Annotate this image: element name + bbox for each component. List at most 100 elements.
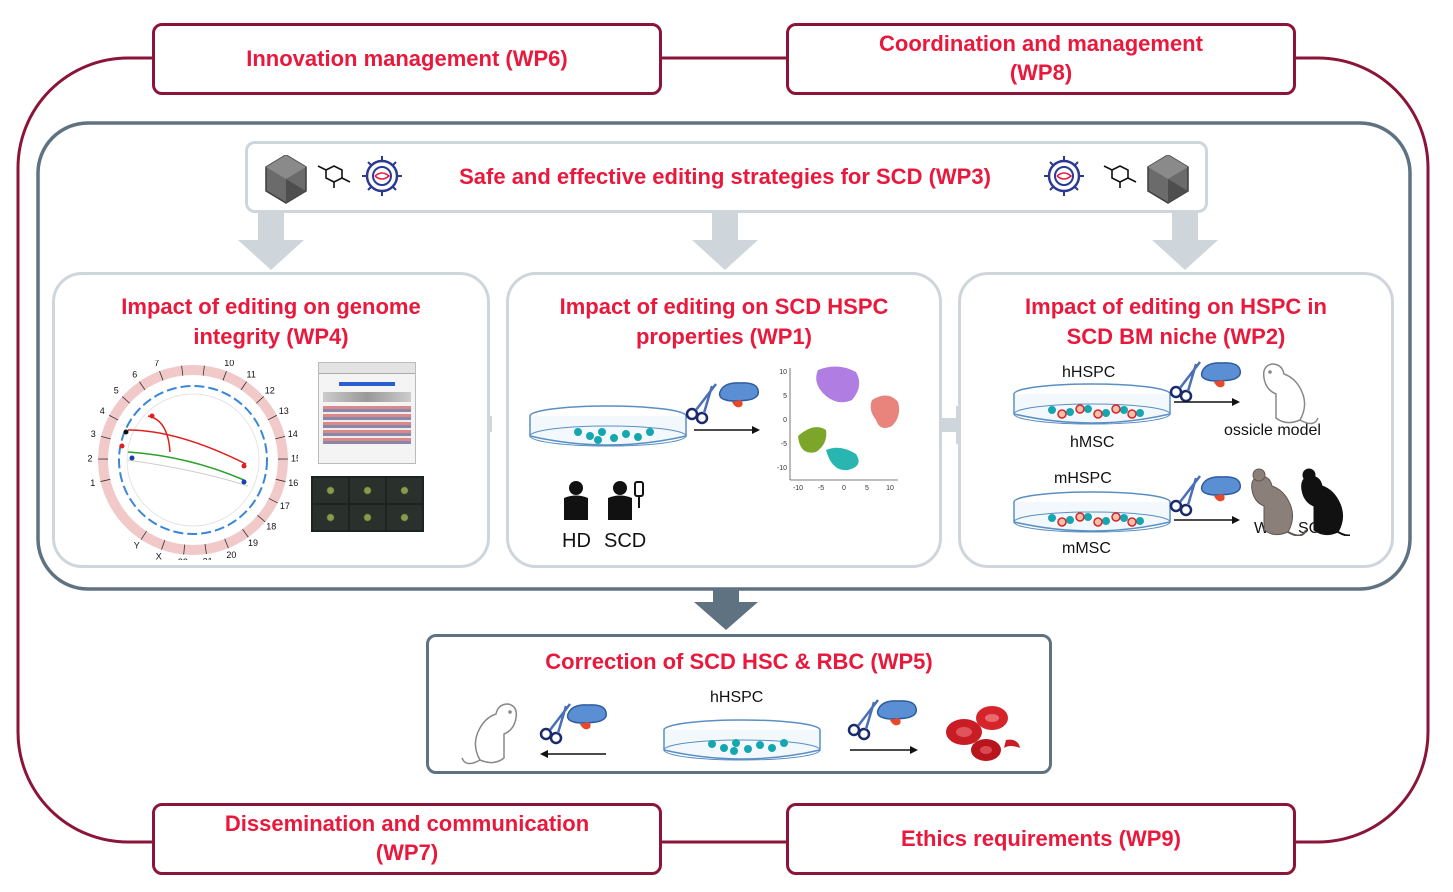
chromosome-label: 2: [88, 453, 93, 463]
mmsc-label: mMSC: [1062, 540, 1111, 557]
petri-dish-icon: [1013, 383, 1171, 425]
chromosome-tick: [159, 370, 164, 381]
petri-dish-icon: [529, 405, 687, 447]
chromosome-label: 7: [154, 360, 159, 368]
variant-point: [119, 443, 125, 449]
wp7-label-line1: Dissemination and communication: [224, 811, 590, 837]
cas9-protein-icon: [876, 700, 918, 727]
cas9-protein-icon: [1200, 476, 1242, 503]
umap-cluster-salmon: [870, 395, 900, 428]
wp5-hhspc-label: hHSPC: [710, 689, 764, 706]
chromosome-tick: [100, 436, 111, 440]
mhspc-label: mHSPC: [1054, 470, 1112, 487]
chromosome-tick: [256, 396, 265, 404]
chromosome-tick: [268, 498, 278, 504]
hd-label: HD: [562, 530, 591, 552]
wp7-label-line2: (WP7): [375, 840, 439, 865]
chromosome-tick: [109, 414, 119, 421]
chromosome-tick: [183, 544, 186, 555]
wp8-label-line2: (WP8): [1009, 60, 1073, 85]
variant-point: [149, 413, 155, 419]
hmsc-label: hMSC: [1070, 434, 1115, 451]
petri-dish-icon: [1013, 491, 1171, 533]
chromosome-label: 1: [90, 478, 95, 488]
mouse-icon: [1250, 468, 1307, 536]
chromosome-tick: [204, 544, 207, 555]
chromosome-label: 9: [203, 360, 208, 362]
ossicle-model-label: ossicle model: [1224, 422, 1321, 439]
chromosome-tick: [222, 370, 227, 381]
research-to-wp5-arrow: [694, 589, 758, 630]
circos-inner-ring: [126, 393, 260, 527]
cas9-protein-icon: [566, 704, 608, 731]
hspc-cells: [574, 428, 654, 444]
chromosome-tick: [181, 365, 184, 376]
hspc-cells: [708, 739, 788, 755]
wp4-title-line2: integrity (WP4): [193, 324, 349, 349]
wp3-editing-strategies-box: [245, 141, 1208, 213]
chromosome-tick: [257, 515, 266, 523]
chromosome-label: 6: [132, 369, 137, 379]
cell-microscopy-grid: [311, 476, 424, 532]
chromosome-label: 17: [280, 501, 290, 511]
chromosome-label: 14: [288, 429, 298, 439]
scissors-icon: [1169, 474, 1202, 517]
translocation-link: [127, 429, 247, 465]
chromosome-label: 20: [226, 550, 236, 560]
chromosome-tick: [240, 381, 247, 391]
chromosome-label: 3: [91, 429, 96, 439]
chromosome-label: 15: [291, 453, 298, 463]
chromosome-tick: [224, 538, 229, 549]
circos-cnv-track: [118, 385, 268, 535]
wp6-label: Innovation management (WP6): [246, 45, 568, 71]
umap-y-tick: -5: [781, 441, 787, 448]
chromosome-label: 8: [178, 360, 183, 362]
cas9-protein-icon: [1200, 362, 1242, 389]
petri-dish-icon: [663, 719, 821, 761]
lentiviral-vector-icon: [1042, 155, 1086, 198]
umap-cluster-green: [798, 427, 827, 453]
umap-x-tick: 0: [842, 485, 846, 492]
umap-y-tick: 10: [779, 369, 787, 376]
umap-cluster-teal: [826, 447, 859, 471]
chromosome-label: 10: [224, 360, 234, 368]
person-icon: [564, 481, 588, 520]
scissors-icon: [1169, 360, 1202, 403]
chromosome-label: Y: [134, 541, 140, 551]
molecule-icon: [1103, 165, 1137, 189]
mouse-icon: [1262, 363, 1319, 425]
wp3-to-wp2-arrow: [1152, 211, 1218, 270]
chromosome-label: 13: [279, 406, 289, 416]
variant-point: [129, 455, 135, 461]
chromosome-label: 16: [288, 478, 298, 488]
chromosome-tick: [267, 414, 277, 421]
circos-plot: 12345678910111213141516171819202122XY: [88, 360, 298, 560]
chromosome-label: 21: [203, 556, 213, 560]
chromosome-label: X: [156, 552, 162, 560]
umap-x-tick: -5: [818, 485, 824, 492]
wp9-ethics-box: Ethics requirements (WP9): [786, 803, 1296, 875]
wp3-icons-layer: [265, 155, 1189, 204]
umap-x-tick: -10: [793, 485, 803, 492]
red-blood-cells-icon: [946, 706, 1020, 761]
mouse-icon: [461, 703, 518, 765]
donor-icons: [564, 481, 644, 520]
mouse-icon: [1300, 468, 1350, 536]
scd-label: SCD: [604, 530, 647, 552]
variant-point: [241, 479, 247, 485]
wp9-label: Ethics requirements (WP9): [901, 825, 1181, 851]
chromosome-tick: [202, 365, 205, 376]
translocation-link: [147, 415, 171, 453]
patient-icon: [608, 481, 644, 520]
wp2-coculture-schematics: [1013, 360, 1350, 536]
virus-capsid-icon: [1147, 155, 1189, 204]
chromosome-label: 22: [178, 557, 188, 560]
wp7-dissemination-box: Dissemination and communication (WP7): [152, 803, 662, 875]
chromosome-tick: [161, 540, 166, 550]
chromosome-tick: [275, 436, 286, 440]
wp3-to-wp4-arrow: [238, 211, 304, 270]
chromosome-tick: [140, 530, 147, 540]
wp5-title: Correction of SCD HSC & RBC (WP5): [545, 649, 933, 674]
chromosome-tick: [121, 396, 130, 404]
